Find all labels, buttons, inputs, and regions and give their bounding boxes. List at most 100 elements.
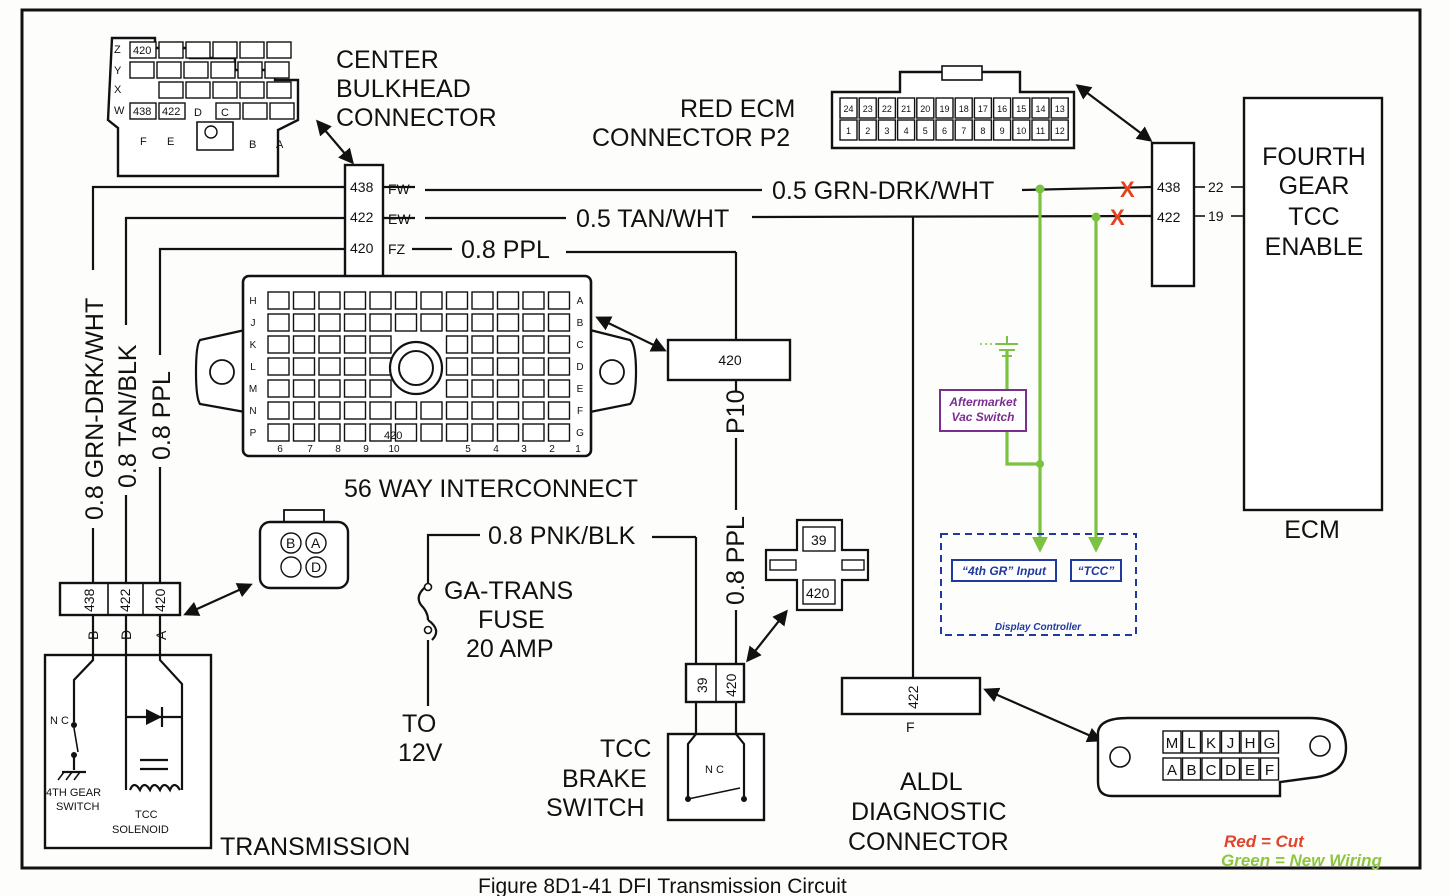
ecm-num-19: 19 <box>1208 208 1224 224</box>
bulkhead-cavity <box>183 61 209 79</box>
ecm-cavity <box>896 119 916 141</box>
interconnect-cavity <box>292 357 316 376</box>
interconnect-cavity <box>318 313 341 332</box>
bulkhead-letter-a: A <box>276 139 284 151</box>
bulkhead-title-1: CENTER <box>336 46 439 74</box>
ecm-face-pin-label: 9 <box>1000 126 1005 136</box>
interconnect-col-label: 10 <box>388 444 400 455</box>
vac-switch-label-2: Vac Switch <box>952 410 1015 424</box>
interconnect-cavity <box>420 423 443 442</box>
interconnect-arrow <box>595 316 667 352</box>
interconnect-cavity <box>292 291 316 310</box>
ecm-face-pin-label: 11 <box>1036 126 1045 136</box>
aldl-pin-label: C <box>1206 762 1217 779</box>
bulkhead-cavity <box>215 102 241 120</box>
interconnect-cavity <box>343 291 367 310</box>
display-controller-box <box>940 533 1137 636</box>
aldl-pin-label: K <box>1206 735 1216 752</box>
bulkhead-pin-block <box>343 163 385 280</box>
ecm-face-pin-label: 21 <box>901 104 911 114</box>
ecm-cavity <box>992 119 1012 141</box>
ecm-pin-block <box>1150 141 1196 288</box>
wire-label-v-grn: 0.8 GRN-DRK/WHT <box>81 298 109 520</box>
bulkhead-pin-420: 420 <box>350 240 374 256</box>
bulkhead-cavity <box>239 41 265 59</box>
interconnect-cavity <box>496 357 520 376</box>
bulkhead-cavity <box>185 41 211 59</box>
interconnect-cavity <box>420 313 443 332</box>
interconnect-cavity <box>343 335 367 354</box>
bulkhead-letter-fz: FZ <box>388 241 406 257</box>
to12v-1: TO <box>402 710 436 738</box>
aldl-cavity <box>1220 757 1241 781</box>
wire-label-v-ppl2: 0.8 PPL <box>722 516 750 605</box>
interconnect-cavity <box>547 291 571 310</box>
bulkhead-cell-d: D <box>194 107 202 119</box>
interconnect-cavity <box>547 423 571 442</box>
ecm-cavity <box>1012 97 1031 119</box>
ecm-cavity <box>916 97 935 119</box>
interconnect-cavity <box>318 357 341 376</box>
interconnect-cavity <box>394 401 418 420</box>
ecm-cavity <box>935 119 954 141</box>
interconnect-row-label: P <box>250 428 257 439</box>
interconnect-cavity <box>343 313 367 332</box>
brake-pin-block <box>684 662 746 704</box>
interconnect-cavity <box>445 357 469 376</box>
ecm-cavity <box>839 119 858 141</box>
bulkhead-cell-438: 438 <box>133 106 151 118</box>
ecm-cavity <box>1050 97 1069 119</box>
interconnect-row-label: A <box>577 296 584 307</box>
bulkhead-letter-f: F <box>140 136 147 148</box>
interconnect-cavity <box>471 335 494 354</box>
interconnect-cavity <box>496 379 520 398</box>
cut-mark-422: X <box>1110 205 1125 230</box>
interconnect-row-label: F <box>577 406 583 417</box>
interconnect-cavity <box>471 313 494 332</box>
aldl-pin-label: G <box>1264 735 1276 752</box>
interconnect-col-label: 1 <box>575 444 581 455</box>
aldl-letter-f: F <box>906 719 915 735</box>
ecm-face-pin-label: 19 <box>939 104 949 114</box>
ecm-cavity <box>954 97 973 119</box>
aldl-title-2: DIAGNOSTIC <box>851 798 1007 826</box>
ecm-cavity <box>954 119 973 141</box>
ecm-text-1: FOURTH <box>1262 143 1366 171</box>
interconnect-cavity <box>343 357 367 376</box>
aldl-title-3: CONNECTOR <box>848 828 1009 856</box>
interconnect-title: 56 WAY INTERCONNECT <box>344 475 638 503</box>
interconnect-row-label: C <box>576 340 583 351</box>
aldl-cavity <box>1181 757 1202 781</box>
interconnect-row-label: J <box>251 318 256 329</box>
interconnect-cavity <box>267 357 290 376</box>
interconnect-cavity <box>343 379 367 398</box>
bulkhead-row-w: W <box>114 105 125 117</box>
display-controller-label: Display Controller <box>995 622 1082 633</box>
aldl-arrow <box>983 687 1103 743</box>
aldl-cavity <box>1259 730 1280 754</box>
interconnect-cavity <box>445 423 469 442</box>
ecm-text-3: TCC <box>1288 203 1339 231</box>
interconnect-cavity <box>445 401 469 420</box>
interconnect-cavity <box>547 401 571 420</box>
round-conn-b: B <box>286 535 295 551</box>
ecm-face-pin-label: 13 <box>1055 104 1065 114</box>
interconnect-col-label: 2 <box>549 444 555 455</box>
interconnect-row-label: K <box>250 340 257 351</box>
bulkhead-arrow <box>316 119 354 165</box>
interconnect-cavity <box>420 291 443 310</box>
wire-ppl-top <box>412 247 738 340</box>
wire-label-grn-drk-wht: 0.5 GRN-DRK/WHT <box>772 177 994 205</box>
aldl-cavity <box>1259 757 1280 781</box>
interconnect-cavity <box>471 357 494 376</box>
interconnect-cavity <box>318 379 341 398</box>
ecm-face-pin-label: 18 <box>959 104 969 114</box>
interconnect-row-label: G <box>576 428 584 439</box>
wire-label-v-ppl: 0.8 PPL <box>148 371 176 460</box>
interconnect-col-label: 7 <box>307 444 313 455</box>
ecm-cavity <box>973 97 993 119</box>
bulkhead-title-2: BULKHEAD <box>336 75 471 103</box>
